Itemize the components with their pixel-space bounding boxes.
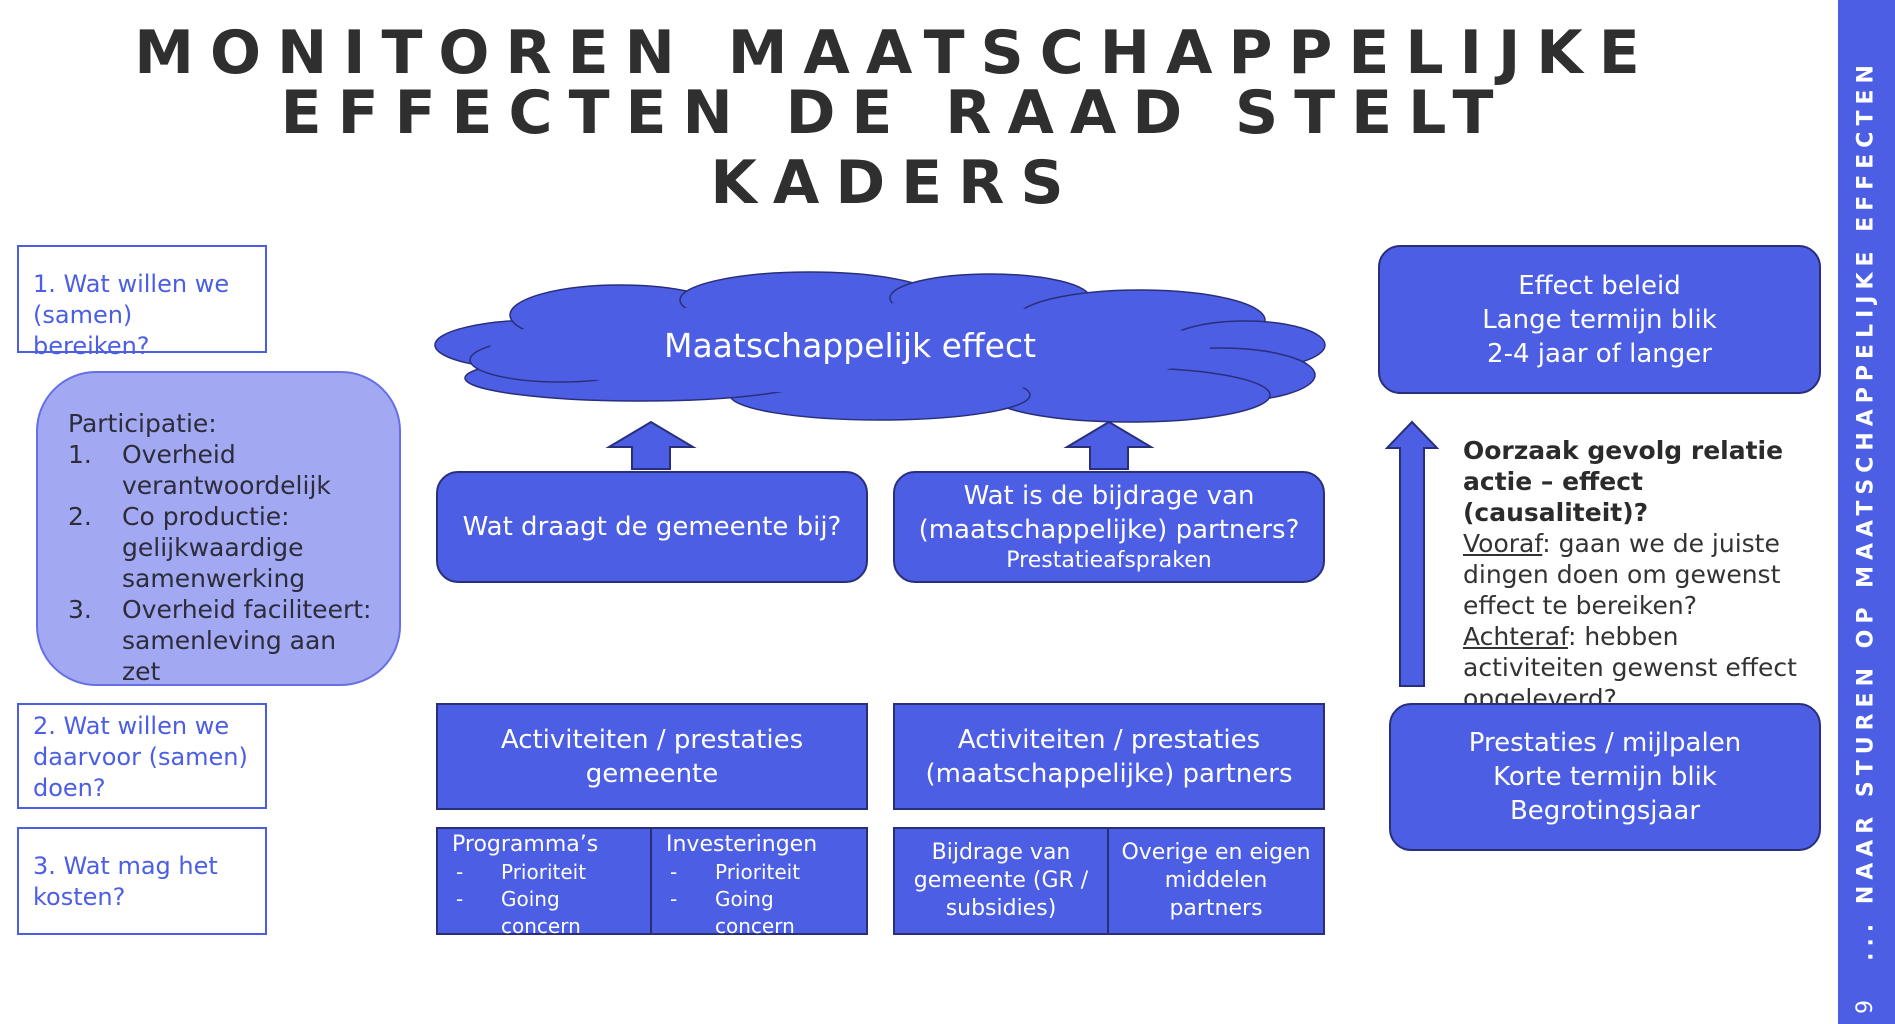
budget-investeringen-item: - Going concern [666, 886, 866, 940]
budget-investeringen-cell: Investeringen - Prioriteit - Going concern [652, 829, 866, 938]
participatie-item-num: 1. [68, 440, 92, 469]
activities-gemeente-line1: Activiteiten / prestaties [500, 724, 804, 755]
activities-gemeente-line2: gemeente [585, 758, 719, 789]
participatie-item-text: Overheid verantwoordelijk [122, 440, 331, 500]
participatie-heading: Participatie: [68, 409, 217, 438]
budget-programmas-cell: Programma’s - Prioriteit - Going concern [438, 829, 652, 938]
partners-contribution-sub: Prestatieafspraken [1006, 548, 1212, 573]
dash-marker: - [670, 887, 678, 911]
participatie-list: 1. Overheid verantwoordelijk 2. Co product… [68, 439, 379, 687]
budget-overige-cell: Overige en eigen middelen partners [1109, 829, 1323, 933]
question-3-text: 3. Wat mag het kosten? [33, 852, 218, 911]
participatie-item: 2. Co productie: gelijkwaardige samenwerk… [68, 501, 379, 594]
gemeente-contribution-text: Wat draagt de gemeente bij? [462, 512, 842, 542]
sidebar-text: ... NAAR STUREN OP MAATSCHAPPELIJKE EFFE… [1853, 59, 1879, 961]
budget-investeringen-title: Investeringen [666, 832, 818, 857]
participatie-item-num: 3. [68, 595, 92, 624]
vooraf-text: : gaan we de juiste dingen doen om gewen… [1463, 529, 1781, 620]
prestaties-box: Prestaties / mijlpalen Korte termijn bli… [1389, 703, 1821, 851]
budget-partners-table: Bijdrage van gemeente (GR / subsidies) O… [893, 827, 1325, 935]
question-2-box: 2. Wat willen we daarvoor (samen) doen? [17, 703, 267, 809]
participatie-box: Participatie: 1. Overheid verantwoordelij… [36, 371, 401, 686]
cloud-label: Maatschappelijk effect [663, 325, 1037, 365]
page-number: 9 [1853, 1000, 1878, 1014]
budget-programmas-item: - Going concern [452, 886, 650, 940]
participatie-item: 1. Overheid verantwoordelijk [68, 439, 379, 501]
budget-gemeente-table: Programma’s - Prioriteit - Going concern I… [436, 827, 868, 938]
prestaties-line1: Prestaties / mijlpalen [1468, 728, 1742, 758]
dash-marker: - [456, 887, 464, 911]
title-line-2: EFFECTEN DE RAAD STELT KADERS [280, 78, 1510, 218]
participatie-item-text: Co productie: gelijkwaardige samenwerkin… [122, 502, 306, 593]
budget-investeringen-item: - Prioriteit [666, 859, 866, 886]
effect-beleid-line2: Lange termijn blik [1482, 304, 1717, 335]
effect-beleid-line3: 2-4 jaar of langer [1487, 338, 1712, 369]
causality-heading: Oorzaak gevolg relatie actie – effect (c… [1463, 436, 1784, 527]
question-1-text: 1. Wat willen we (samen) bereiken? [33, 270, 230, 360]
budget-overige-text: Overige en eigen middelen partners [1121, 840, 1311, 921]
activities-partners-line2: (maatschappelijke) partners [925, 758, 1293, 789]
budget-programmas-title: Programma’s [452, 832, 599, 857]
achteraf-label: Achteraf [1463, 622, 1568, 651]
arrow-up-causality [1384, 420, 1440, 687]
vooraf-label: Vooraf [1463, 529, 1543, 558]
budget-programmas-item-text: Going concern [501, 887, 581, 938]
effect-beleid-line1: Effect beleid [1518, 270, 1681, 301]
budget-bijdrage-text: Bijdrage van gemeente (GR / subsidies) [913, 840, 1089, 921]
prestaties-line2: Korte termijn blik [1493, 762, 1717, 792]
partners-contribution-line1: Wat is de bijdrage van [963, 481, 1255, 511]
cloud-shape [434, 271, 1326, 423]
causality-text: Oorzaak gevolg relatie actie – effect (c… [1463, 435, 1823, 714]
participatie-item-num: 2. [68, 502, 92, 531]
budget-investeringen-item-text: Going concern [715, 887, 795, 938]
dash-marker: - [456, 860, 464, 884]
partners-contribution-box: Wat is de bijdrage van (maatschappelijke… [893, 471, 1325, 583]
participatie-item-text: Overheid faciliteert: samenleving aan ze… [122, 595, 372, 686]
participatie-item: 3. Overheid faciliteert: samenleving aan … [68, 594, 379, 687]
arrow-up-gemeente [605, 420, 697, 470]
title-line-1: MONITOREN MAATSCHAPPELIJKE [134, 18, 1656, 88]
dash-marker: - [670, 860, 678, 884]
budget-investeringen-item-text: Prioriteit [715, 860, 801, 884]
gemeente-contribution-box: Wat draagt de gemeente bij? [436, 471, 868, 583]
question-3-box: 3. Wat mag het kosten? [17, 827, 267, 935]
partners-contribution-line2: (maatschappelijke) partners? [918, 515, 1300, 545]
prestaties-line3: Begrotingsjaar [1509, 796, 1701, 826]
arrow-up-partners [1063, 420, 1155, 470]
sidebar-band [1838, 0, 1895, 1024]
budget-bijdrage-cell: Bijdrage van gemeente (GR / subsidies) [895, 829, 1109, 933]
activities-gemeente-box: Activiteiten / prestaties gemeente [436, 703, 868, 810]
activities-partners-line1: Activiteiten / prestaties [957, 724, 1261, 755]
budget-programmas-item-text: Prioriteit [501, 860, 587, 884]
budget-programmas-item: - Prioriteit [452, 859, 650, 886]
question-2-text: 2. Wat willen we daarvoor (samen) doen? [33, 712, 248, 802]
activities-partners-box: Activiteiten / prestaties (maatschappeli… [893, 703, 1325, 810]
question-1-box: 1. Wat willen we (samen) bereiken? [17, 245, 267, 360]
effect-beleid-box: Effect beleid Lange termijn blik 2-4 jaa… [1378, 245, 1821, 394]
